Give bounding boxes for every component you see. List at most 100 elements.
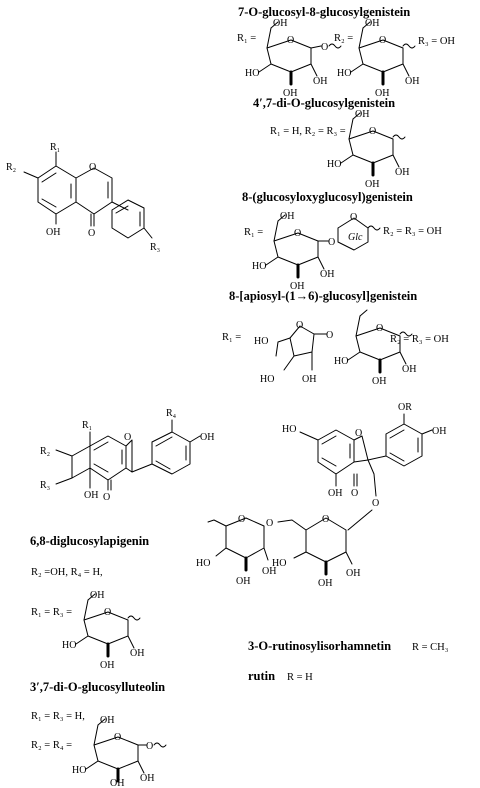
label-r1: R₁ = (244, 227, 263, 238)
svg-text:O: O (321, 42, 328, 53)
svg-text:O: O (379, 35, 386, 46)
svg-text:OH: OH (46, 227, 60, 238)
svg-text:O: O (369, 126, 376, 137)
svg-text:OH: OH (346, 568, 360, 579)
svg-text:HO: HO (72, 765, 86, 776)
svg-text:O: O (146, 741, 153, 752)
svg-text:OH: OH (328, 488, 342, 499)
glucose-unit-6: O OH HO OH OH (62, 590, 144, 671)
title-6-8-diglucosylapigenin: 6,8-diglucosylapigenin (30, 534, 149, 548)
svg-text:R₁: R₁ (82, 420, 92, 431)
title-rutin: rutin (248, 669, 275, 683)
rutin-structure: OR OH O HO OH O O O O HO OH OH O (196, 402, 446, 589)
svg-text:OH: OH (200, 432, 214, 443)
svg-text:O: O (104, 607, 111, 618)
svg-text:HO: HO (327, 159, 341, 170)
isoflavone-core: O O R₁ R₂ OH R₃ (6, 142, 160, 253)
svg-text:OH: OH (355, 109, 369, 120)
svg-text:R₂: R₂ (40, 446, 50, 457)
svg-text:O: O (124, 432, 131, 443)
svg-text:O: O (103, 492, 110, 503)
svg-text:OH: OH (110, 778, 124, 788)
label-r1: R₁ = (237, 33, 256, 44)
svg-text:OR: OR (398, 402, 412, 413)
svg-text:R₁: R₁ (50, 142, 60, 153)
label-r-h: R = H (287, 672, 313, 683)
svg-text:O: O (88, 228, 95, 239)
flavone-core: R₄ OH O O R₁ R₂ R₃ OH (40, 408, 214, 503)
glucose-unit-5: O HO OH OH (334, 308, 416, 387)
svg-text:R₃: R₃ (150, 242, 160, 253)
svg-text:O: O (376, 323, 383, 334)
svg-text:OH: OH (313, 76, 327, 87)
svg-text:OH: OH (130, 648, 144, 659)
svg-text:HO: HO (252, 261, 266, 272)
svg-text:O: O (296, 320, 303, 331)
svg-text:OH: OH (140, 773, 154, 784)
glucose-unit-7: O OH HO OH OH O (72, 715, 167, 788)
svg-text:O: O (322, 514, 329, 525)
label-r2-r4: R₂ = R₄ = (31, 740, 72, 751)
svg-text:O: O (266, 518, 273, 529)
svg-text:HO: HO (272, 558, 286, 569)
glucose-unit-2: O OH HO OH OH (337, 18, 419, 99)
svg-text:OH: OH (365, 18, 379, 29)
svg-text:R₂: R₂ (6, 162, 16, 173)
svg-text:OH: OH (375, 88, 389, 99)
title-3-o-rutinosylisorhamnetin: 3-O-rutinosylisorhamnetin (248, 639, 391, 653)
svg-text:HO: HO (260, 374, 274, 385)
svg-text:R₃: R₃ (40, 480, 50, 491)
svg-text:OH: OH (283, 88, 297, 99)
label-r3: R₃ = OH (418, 36, 455, 47)
label-r2-r3: R₂ = R₃ = OH (383, 226, 442, 237)
label-r-set: R₁ = H, R₂ = R₃ = (270, 126, 346, 137)
svg-text:OH: OH (318, 578, 332, 589)
glc-ring: O Glc (337, 212, 381, 251)
svg-text:HO: HO (337, 68, 351, 79)
svg-text:HO: HO (196, 558, 210, 569)
svg-text:R₄: R₄ (166, 408, 177, 419)
svg-text:OH: OH (236, 576, 250, 587)
label-r2-r3: R₂ = R₃ = OH (390, 334, 449, 345)
svg-text:O: O (328, 237, 335, 248)
svg-text:OH: OH (372, 376, 386, 387)
label-r1: R₁ = (222, 332, 241, 343)
svg-text:HO: HO (282, 424, 296, 435)
title-7-o-glucosyl-8-glucosylgenistein: 7-O-glucosyl-8-glucosylgenistein (238, 5, 410, 19)
svg-text:OH: OH (280, 211, 294, 222)
svg-text:Glc: Glc (348, 232, 363, 243)
svg-text:OH: OH (100, 715, 114, 726)
svg-text:OH: OH (320, 269, 334, 280)
label-r1-r3: R₁ = R₃ = (31, 607, 72, 618)
svg-text:OH: OH (273, 18, 287, 29)
svg-text:OH: OH (262, 566, 276, 577)
svg-text:O: O (372, 498, 379, 509)
title-4-7-di-o-glucosylgenistein: 4′,7-di-O-glucosylgenistein (253, 96, 395, 110)
label-r2-r4: R₂ =OH, R₄ = H, (31, 567, 103, 578)
svg-text:O: O (294, 228, 301, 239)
svg-text:O: O (355, 428, 362, 439)
glucose-unit-1: O OH HO OH OH O (245, 18, 342, 99)
svg-text:HO: HO (334, 356, 348, 367)
svg-text:OH: OH (402, 364, 416, 375)
apiose-unit: O HO HO OH O (254, 320, 333, 385)
svg-text:OH: OH (90, 590, 104, 601)
svg-text:O: O (114, 732, 121, 743)
svg-text:OH: OH (302, 374, 316, 385)
svg-text:HO: HO (254, 336, 268, 347)
svg-text:OH: OH (84, 490, 98, 501)
svg-text:OH: OH (432, 426, 446, 437)
svg-text:O: O (287, 35, 294, 46)
svg-text:O: O (326, 330, 333, 341)
title-3-7-di-o-glucosylluteolin: 3′,7-di-O-glucosylluteolin (30, 680, 165, 694)
svg-text:O: O (89, 162, 96, 173)
svg-text:OH: OH (405, 76, 419, 87)
svg-text:O: O (351, 488, 358, 499)
svg-text:HO: HO (62, 640, 76, 651)
title-8-glucosyloxyglucosyl-genistein: 8-(glucosyloxyglucosyl)genistein (242, 190, 413, 204)
title-8-apiosyl-glucosyl-genistein: 8-[apiosyl-(1→6)-glucosyl]genistein (229, 289, 417, 303)
label-r-ch3: R = CH₃ (412, 642, 449, 653)
svg-text:OH: OH (290, 281, 304, 292)
svg-text:OH: OH (365, 179, 379, 190)
